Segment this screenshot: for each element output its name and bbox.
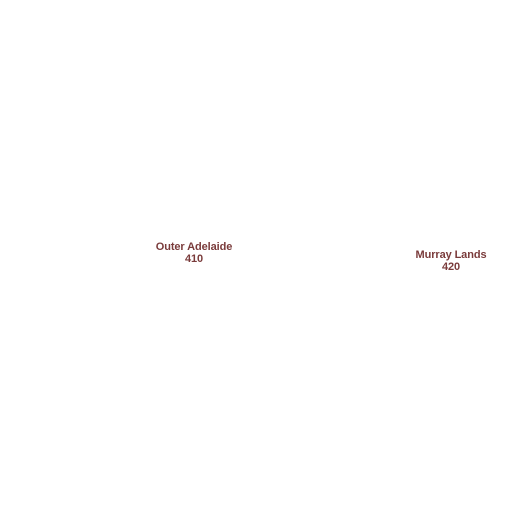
region-code: 410	[184, 253, 204, 265]
region-code: 420	[441, 261, 461, 273]
region-label-murray-lands: Murray Lands 420	[397, 249, 505, 273]
region-name: Outer Adelaide	[155, 241, 233, 253]
region-name: Murray Lands	[415, 249, 487, 261]
region-label-outer-adelaide: Outer Adelaide 410	[140, 241, 248, 265]
